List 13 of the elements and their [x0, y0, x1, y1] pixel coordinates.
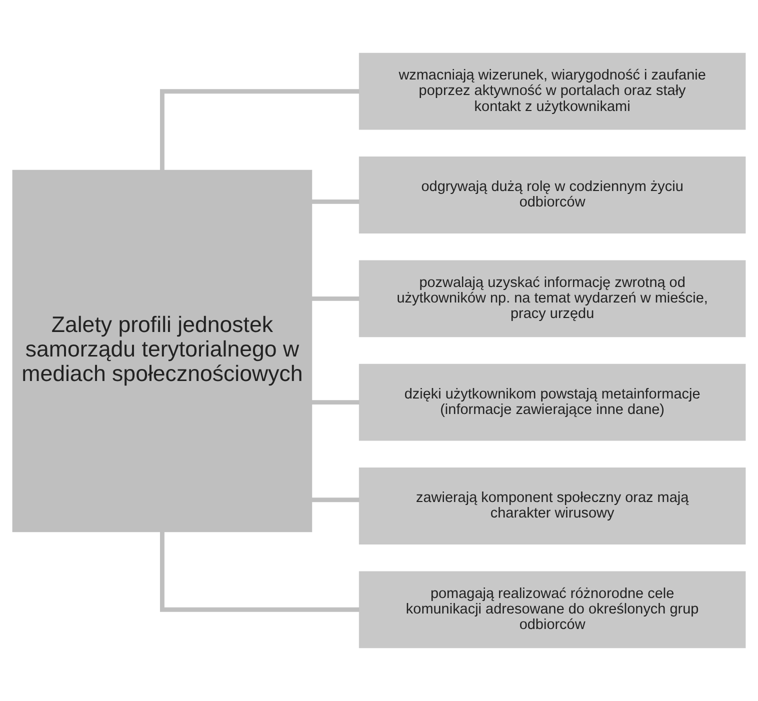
- connector: [160, 532, 360, 612]
- connector: [312, 296, 360, 301]
- node-box: pozwalają uzyskać informację zwrotną od użytkowników np. na temat wydarzeń w mieście, pracy urzędu: [358, 260, 746, 338]
- node-box: Zalety profili jednostek samorządu terytorialnego w mediach społecznościowych: [12, 170, 312, 532]
- connector: [312, 199, 360, 204]
- node-box: dzięki użytkownikom powstają metainformacje (informacje zawierające inne dane): [358, 364, 746, 441]
- node-box: wzmacniają wizerunek, wiarygodność i zaufanie poprzez aktywność w portalach oraz stały kontakt z użytkownikami: [358, 52, 746, 130]
- connector: [160, 89, 360, 170]
- connector: [312, 400, 360, 405]
- connector: [312, 498, 360, 502]
- node-box: pomagają realizować różnorodne cele komunikacji adresowane do określonych grup odbiorców: [358, 571, 746, 648]
- node-box: odgrywają dużą rolę w codziennym życiu odbiorców: [358, 156, 746, 234]
- node-box: zawierają komponent społeczny oraz mają charakter wirusowy: [358, 468, 746, 544]
